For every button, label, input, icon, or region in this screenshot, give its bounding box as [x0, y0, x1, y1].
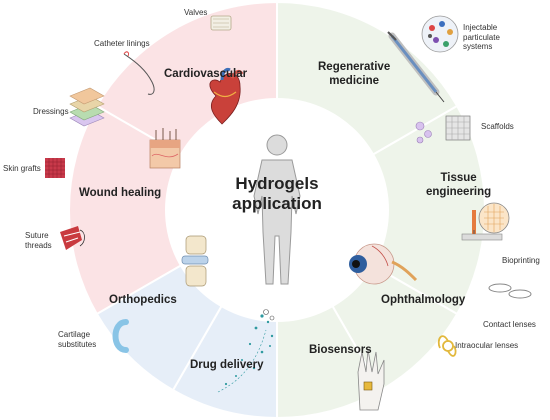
hand-sensor-icon: [357, 349, 385, 411]
cells-icon: [415, 121, 432, 144]
item-cartilage-line2: substitutes: [58, 339, 97, 349]
skin-graft-icon: [45, 158, 65, 178]
sector-orthopedics: Orthopedics: [109, 294, 177, 306]
item-cartilage-line1: Cartilage: [58, 330, 91, 339]
center-title-line2: application: [232, 194, 322, 213]
drug-particles-icon: [217, 309, 275, 393]
item-injectable-particulate-systems: Injectable particulate systems: [463, 23, 500, 52]
item-injectable-line3: systems: [463, 42, 493, 51]
sector-regenerative-line2: medicine: [329, 75, 380, 87]
item-injectable-line1: Injectable: [463, 23, 498, 32]
sector-tissue-line1: Tissue: [440, 172, 477, 184]
item-injectable-line2: particulate: [463, 32, 500, 42]
cartilage-icon: [112, 319, 129, 353]
sector-tissue-line2: engineering: [426, 186, 492, 198]
item-valves: Valves: [184, 8, 208, 17]
sector-regenerative-medicine: Regenerative medicine: [318, 60, 390, 88]
sector-regenerative-line1: Regenerative: [318, 61, 391, 73]
sector-ophthalmology: Ophthalmology: [381, 294, 466, 306]
suture-icon: [60, 226, 85, 250]
knee-joint-icon: [181, 235, 209, 287]
item-intraocular-lenses: Intraocular lenses: [455, 341, 519, 350]
item-suture-line2: threads: [25, 240, 52, 250]
item-bioprinting: Bioprinting: [502, 256, 540, 265]
catheter-icon: [123, 51, 155, 95]
sector-drug-delivery: Drug delivery: [190, 359, 264, 371]
contact-lens-icon: [488, 283, 532, 299]
eye-icon: [349, 243, 418, 285]
syringe-icon: [387, 31, 445, 103]
sector-wound-healing: Wound healing: [79, 187, 162, 199]
human-body-icon: [253, 134, 301, 285]
skin-layers-icon: [149, 128, 181, 169]
dressings-icon: [69, 87, 105, 127]
item-dressings: Dressings: [33, 107, 69, 116]
item-cartilage-substitutes: Cartilage substitutes: [58, 330, 96, 349]
sector-biosensors: Biosensors: [309, 344, 372, 356]
item-contact-lenses: Contact lenses: [483, 320, 536, 329]
item-scaffolds: Scaffolds: [481, 122, 514, 131]
center-title-line1: Hydrogels: [235, 174, 319, 193]
scaffold-icon: [445, 115, 471, 141]
intraocular-lens-icon: [437, 335, 457, 357]
valve-stent-icon: [210, 15, 232, 31]
item-suture-line1: Suture: [25, 231, 49, 240]
center-title: Hydrogels application: [227, 174, 327, 214]
item-skin-grafts: Skin grafts: [3, 164, 41, 173]
heart-icon: [209, 68, 244, 125]
sector-cardiovascular: Cardiovascular: [164, 68, 248, 80]
sector-tissue-engineering: Tissue engineering: [426, 171, 491, 199]
bioprinter-icon: [461, 202, 510, 241]
item-catheter-linings: Catheter linings: [94, 39, 150, 48]
item-suture-threads: Suture threads: [25, 231, 52, 250]
particles-icon: [421, 15, 459, 53]
